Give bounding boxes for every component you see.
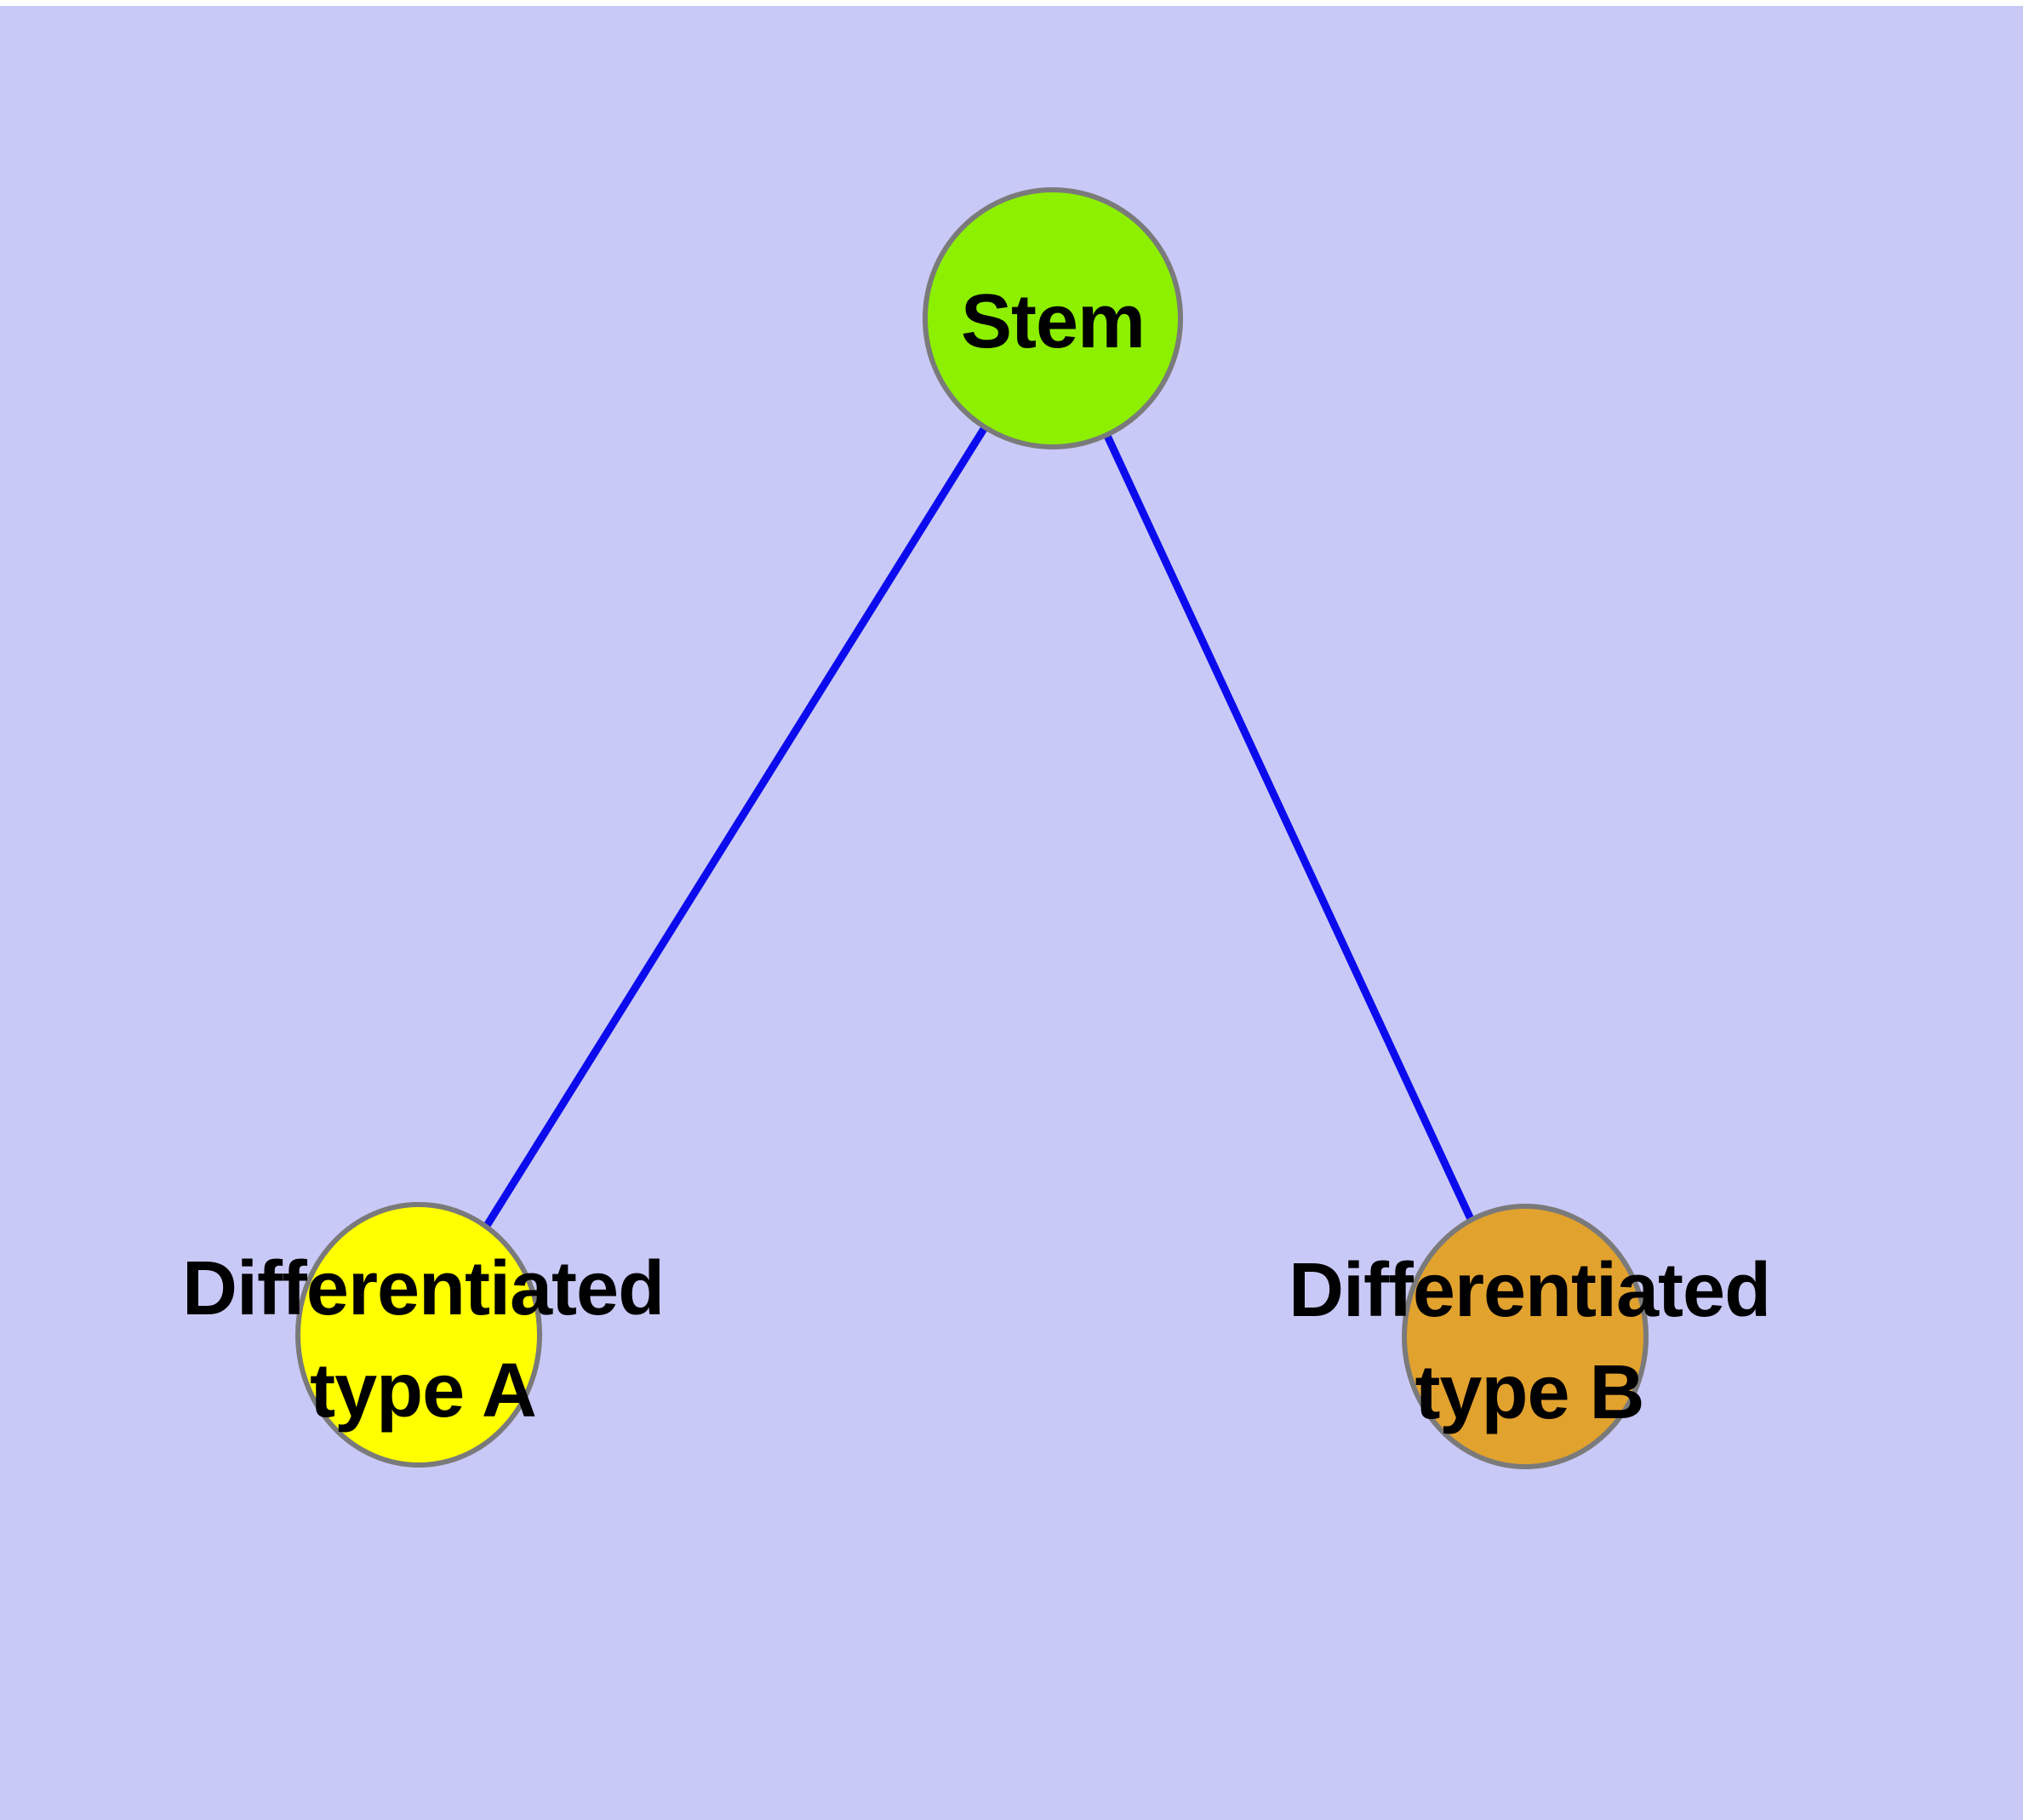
node-label-diff-a: Differentiated type A [181, 1238, 665, 1442]
node-label-diff-b-line2: type B [1415, 1350, 1644, 1435]
node-stem [923, 187, 1183, 449]
node-label-stem: Stem [960, 271, 1146, 373]
edge-stem-to-diff-a [415, 316, 1056, 1337]
node-label-diff-b: Differentiated type B [1288, 1239, 1771, 1444]
edge-stem-to-diff-b [1049, 317, 1529, 1338]
node-label-diff-a-line2: type A [310, 1348, 537, 1434]
node-diff-a [295, 1202, 542, 1468]
node-label-stem-line1: Stem [960, 279, 1146, 364]
node-diff-b [1402, 1204, 1649, 1469]
node-label-diff-b-line1: Differentiated [1288, 1248, 1771, 1333]
node-label-diff-a-line1: Differentiated [181, 1246, 665, 1331]
